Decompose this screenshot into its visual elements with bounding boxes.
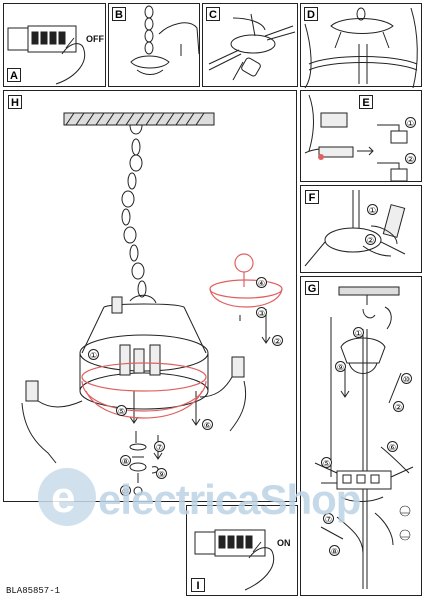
panel-g-step-7: ⑦ xyxy=(323,513,334,524)
panel-h-step-4: ④ xyxy=(256,277,267,288)
panel-h-chandelier-drawing xyxy=(21,112,283,496)
panel-e-step-2: ② xyxy=(405,153,416,164)
panel-c: C xyxy=(202,3,298,87)
panel-d-canopy-drawing xyxy=(304,7,418,89)
panel-b: B xyxy=(108,3,200,87)
panel-e-bulb-drawing xyxy=(304,94,408,182)
panel-h-step-9: ⑨ xyxy=(156,468,167,479)
panel-f: F ① ② xyxy=(300,185,422,273)
panel-g-wiring-drawing xyxy=(314,286,414,589)
panel-h-step-2: ② xyxy=(272,335,283,346)
panel-h-step-8: ⑧ xyxy=(120,455,131,466)
panel-g-step-6: ⑥ xyxy=(387,441,398,452)
panel-h-step-10: ⑩ xyxy=(120,485,131,496)
panel-d: D xyxy=(300,3,422,89)
panel-e-step-1: ① xyxy=(405,117,416,128)
panel-a-off-label: OFF xyxy=(86,34,104,44)
panel-d-tag: D xyxy=(304,7,318,21)
panel-g-step-1: ① xyxy=(353,327,364,338)
panel-i-switch-drawing xyxy=(194,529,275,591)
watermark-text: electricaShop xyxy=(98,476,361,523)
panel-c-tag: C xyxy=(206,7,220,21)
panel-g: G xyxy=(300,276,422,596)
panel-g-step-8: ⑧ xyxy=(329,545,340,556)
panel-i-on-label: ON xyxy=(277,538,291,548)
panel-h-step-6: ⑥ xyxy=(202,419,213,430)
panel-h: H xyxy=(3,90,297,502)
panel-h-step-5: ⑤ xyxy=(116,405,127,416)
panel-g-step-5: ⑤ xyxy=(321,457,332,468)
panel-h-step-1: ① xyxy=(88,349,99,360)
panel-h-step-7: ⑦ xyxy=(154,441,165,452)
panel-f-step-2: ② xyxy=(365,234,376,245)
panel-i-tag: I xyxy=(191,578,205,592)
panel-f-arm-drawing xyxy=(304,190,406,267)
panel-e-tag: E xyxy=(359,95,373,109)
panel-g-step-2: ② xyxy=(393,401,404,412)
document-code: BLA85857-1 xyxy=(6,586,61,596)
panel-f-tag: F xyxy=(305,190,319,204)
watermark-logo-icon: e xyxy=(38,468,96,526)
panel-f-step-1: ① xyxy=(367,204,378,215)
panel-a: A OFF xyxy=(3,3,106,87)
panel-g-step-9: ⑨ xyxy=(335,361,346,372)
panel-g-tag: G xyxy=(305,281,319,295)
panel-b-canopy-drawing xyxy=(130,5,200,75)
panel-e: E ① ② xyxy=(300,90,422,182)
panel-a-switch-drawing xyxy=(7,25,86,85)
panel-c-arms-drawing xyxy=(208,13,296,81)
panel-h-tag: H xyxy=(8,95,22,109)
panel-h-step-3: ③ xyxy=(256,307,267,318)
panel-a-tag: A xyxy=(7,68,21,82)
panel-g-step-10: ⑩ xyxy=(401,373,412,384)
panel-i: I ON xyxy=(186,505,298,596)
panel-b-tag: B xyxy=(112,7,126,21)
